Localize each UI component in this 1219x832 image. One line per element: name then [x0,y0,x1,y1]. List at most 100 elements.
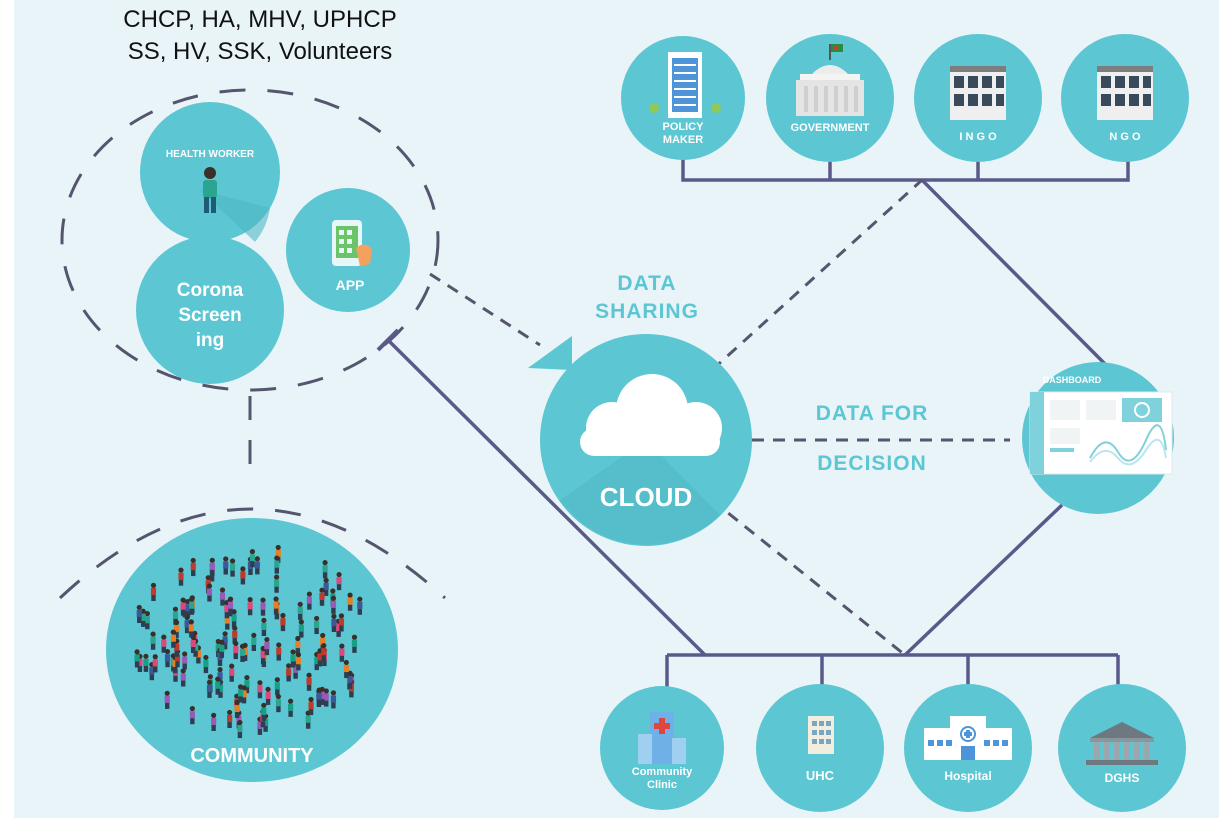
community-clinic-label-2: Clinic [647,779,677,791]
crowd-person-icon [288,698,294,717]
crowd-person-icon [261,702,267,721]
crowd-person-icon [323,688,329,707]
crowd-person-icon [189,596,195,615]
policy-maker-label-1: POLICY [663,121,705,133]
crowd-person-icon [219,639,225,658]
crowd-person-icon [152,654,158,673]
data-sharing-line-2: SHARING [595,300,699,323]
community-node: COMMUNITY [106,518,398,782]
crowd-person-icon [321,642,327,662]
crowd-person-icon [209,557,215,576]
crowd-person-icon [320,632,326,652]
crowd-person-icon [265,686,271,705]
person-icon [203,167,217,213]
community-label: COMMUNITY [190,745,314,767]
top-node-ingo: I N G O [914,34,1042,162]
crowd-person-icon [316,687,322,706]
cloud-node: CLOUD [540,334,752,546]
crowd-person-icon [274,677,280,696]
crowd-person-icon [188,619,194,638]
crowd-person-icon [206,583,213,602]
crowd-person-icon [323,577,329,596]
crowd-person-icon [240,566,246,585]
crowd-person-icon [336,571,342,591]
crowd-person-icon [275,693,282,713]
ingo-label: I N G O [959,131,997,143]
arrow-to-cloud [528,336,572,370]
crowd-person-icon [237,719,243,739]
phone-app-icon [332,220,372,266]
government-icon [796,44,864,116]
crowd-person-icon [150,631,156,650]
top-node-government: GOVERNMENT [766,34,894,162]
crowd-person-icon [144,611,150,630]
crowd-person-icon [306,672,312,691]
crowd-person-icon [227,596,234,615]
crowd-person-icon [182,651,188,670]
health-worker-label: HEALTH WORKER [166,149,255,160]
uhc-icon [808,716,834,754]
cloud-label: CLOUD [600,482,692,512]
crowd-person-icon [237,684,244,703]
crowd-person-icon [338,613,345,632]
corona-screening-node: Corona Screen ing [136,236,284,384]
app-label: APP [336,277,365,293]
crowd-person-icon [234,699,240,719]
crowd-person-icon [295,652,302,671]
crowd-person-icon [229,663,235,682]
crowd-person-icon [257,680,263,699]
dghs-label: DGHS [1105,771,1140,785]
crowd-person-icon [308,696,314,716]
crowd-person-icon [143,653,149,672]
crowd-person-icon [295,635,301,655]
crowd-person-icon [227,709,233,729]
crowd-person-icon [330,595,337,614]
crowd-person-icon [280,612,286,632]
crowd-person-icon [190,634,196,653]
crowd-person-icon [180,597,186,616]
crowd-person-icon [347,592,353,611]
data-dashed-lines [429,178,1010,657]
crowd-person-icon [351,634,358,653]
crowd-person-icon [180,668,186,687]
bottom-node-dghs: DGHS [1058,684,1186,812]
crowd-person-icon [276,642,282,661]
crowd-person-icon [249,549,256,568]
data-for-decision-line-2: DECISION [817,452,927,475]
crowd-person-icon [231,609,237,628]
ingo-building-icon [950,66,1006,120]
crowd-person-icon [229,558,236,577]
bottom-node-hospital: Hospital [904,684,1032,812]
crowd-person-icon [319,587,325,606]
network-lines [386,150,1130,705]
crowd-person-icon [261,617,267,636]
crowd-person-icon [136,604,142,624]
crowd-person-icon [290,649,296,668]
health-worker-node: HEALTH WORKER [140,102,280,242]
dashboard-title: DASHBOARD [1043,375,1102,385]
policy-maker-label-2: MAKER [663,134,703,146]
crowd-person-icon [233,640,239,660]
crowd-person-icon [322,560,328,579]
crowd-person-icon [314,615,320,635]
caption-line-2: SS, HV, SSK, Volunteers [127,38,393,65]
crowd-person-icon [189,705,195,725]
dghs-icon [1086,722,1158,765]
crowd-person-icon [357,596,363,615]
crowd-person-icon [254,556,260,575]
crowd-person-icon [206,679,213,698]
crowd-person-icon [247,597,253,616]
app-line-tick [376,328,400,352]
crowd-person-icon [150,582,157,601]
corona-screening-line-3: ing [196,330,225,351]
building-icon [649,52,721,118]
crowd-person-icon [273,574,280,593]
top-node-ngo: N G O [1061,34,1189,162]
crowd-person-icon [298,619,304,638]
crowd-person-icon [178,567,184,586]
community-clinic-label-1: Community [632,766,693,778]
crowd-person-icon [164,648,171,668]
hospital-icon [924,716,1012,760]
crowd-person-icon [273,596,279,615]
crowd-person-icon [219,587,226,606]
